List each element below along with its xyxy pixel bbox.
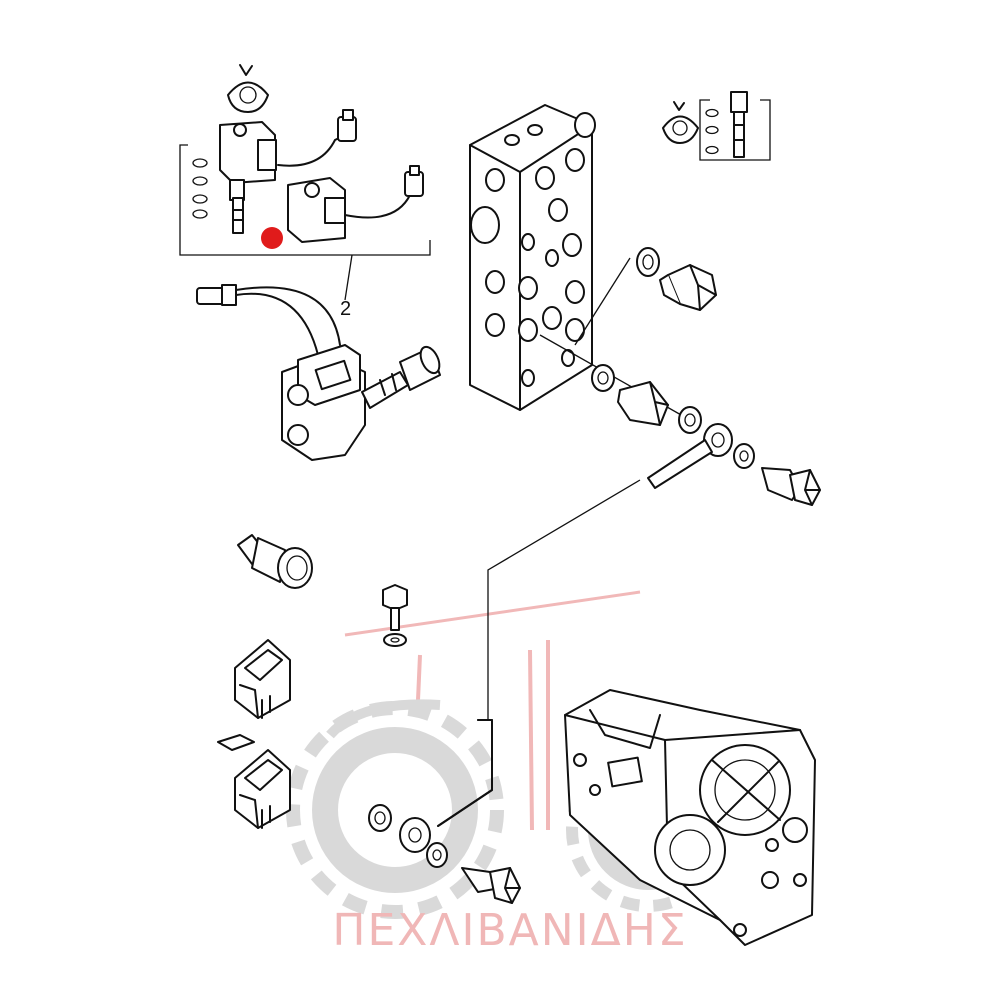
washer-icon [591, 364, 615, 392]
watermark-text: ΠΕΧΛΙΒΑΝΙΔΗΣ [332, 905, 688, 956]
connector-plug-icon [404, 165, 424, 197]
connector-plug-icon [196, 284, 237, 306]
leader-line [574, 257, 631, 346]
tractor-hood-watermark [326, 699, 441, 739]
washer-icon [368, 804, 392, 832]
banjo-union-icon [617, 381, 669, 426]
o-ring-set [192, 158, 208, 219]
hydraulic-block-icon [469, 104, 596, 411]
washer-icon [733, 443, 755, 469]
banjo-union-icon [399, 817, 431, 853]
hex-bolt-icon [461, 867, 521, 904]
wire [235, 292, 319, 356]
solenoid-coil-icon [287, 177, 346, 243]
hex-bolt-icon [761, 467, 821, 506]
solenoid-assembly [196, 284, 441, 461]
rocker-switch-icon [234, 749, 291, 829]
kit-bag-icon [227, 64, 269, 113]
washer-icon [678, 406, 702, 434]
solenoid-valve-icon [219, 121, 277, 234]
valve-spool-kit-inset [699, 91, 771, 161]
leader-line [487, 479, 641, 720]
gear-watermark-icon-left [286, 701, 504, 919]
solenoid-kit-inset [179, 109, 431, 301]
tractor-roof-watermark [344, 590, 641, 637]
position-marker [261, 227, 283, 249]
pressure-switch-icon [237, 534, 313, 589]
wire [277, 134, 346, 167]
hydraulic-pipe-icon [437, 719, 493, 827]
tractor-cab-watermark [416, 640, 550, 831]
connector-plug-icon [337, 109, 357, 142]
washer-icon [636, 247, 660, 277]
transmission-housing-icon [564, 689, 816, 946]
banjo-bolt-icon [647, 423, 733, 489]
callout-number: 2 [340, 298, 352, 320]
wire [235, 286, 341, 346]
kit-bag-icon [662, 101, 699, 144]
washer-icon [426, 842, 448, 868]
hex-bolt-icon [659, 264, 717, 311]
rocker-switch-icon [234, 639, 291, 719]
hex-bolt-icon [382, 584, 408, 647]
switch-label-plate-icon [217, 734, 255, 751]
wire [344, 194, 411, 219]
